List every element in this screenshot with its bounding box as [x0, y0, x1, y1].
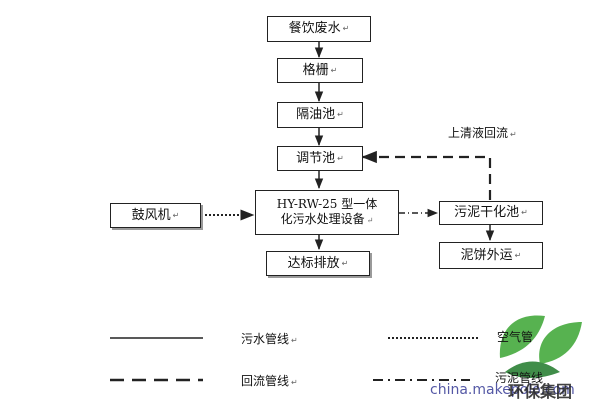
return-mark: ↵	[330, 65, 338, 75]
node-oil-tank-label: 隔油池	[296, 107, 336, 122]
node-wastewater: 餐饮废水↵	[267, 16, 371, 42]
node-blower: 鼓风机↵	[110, 203, 201, 228]
node-cake-transport: 泥饼外运↵	[439, 242, 543, 269]
return-mark: ↵	[366, 216, 374, 225]
watermark-url: china.makepolo.com	[430, 382, 575, 398]
node-integrated-unit: HY-RW-25 型一体 化污水处理设备↵	[255, 190, 399, 235]
supernatant-return-text: 上清液回流	[448, 126, 509, 140]
return-mark: ↵	[510, 130, 517, 139]
node-equalization: 调节池↵	[277, 146, 363, 171]
node-integrated-line1: HY-RW-25 型一体	[276, 197, 378, 211]
return-mark: ↵	[521, 208, 528, 217]
node-sludge-drying: 污泥干化池↵	[439, 201, 543, 225]
label-supernatant-return: 上清液回流↵	[448, 124, 517, 141]
legend-label-sewage: 污水管线↵	[241, 330, 298, 347]
legend-return-text: 回流管线	[241, 374, 290, 388]
watermark-group-text: 环保集团	[508, 382, 573, 400]
return-mark: ↵	[337, 110, 344, 119]
legend-sewage-text: 污水管线	[241, 332, 290, 346]
legend-label-sludge: 污泥管线	[495, 369, 543, 386]
logo-leaf-icon	[499, 315, 582, 378]
node-discharge: 达标排放↵	[266, 251, 370, 276]
return-mark: ↵	[337, 153, 344, 163]
return-mark: ↵	[342, 24, 350, 33]
legend-sludge-text: 污泥管线	[495, 371, 544, 385]
node-cake-transport-label: 泥饼外运	[460, 247, 513, 263]
watermark-url-text: china.makepolo.com	[430, 382, 575, 398]
node-screen: 格栅↵	[277, 58, 363, 83]
node-oil-tank: 隔油池↵	[277, 102, 363, 128]
return-mark: ↵	[514, 250, 522, 260]
node-screen-label: 格栅	[302, 62, 329, 78]
node-equalization-label: 调节池	[296, 150, 336, 166]
return-mark: ↵	[291, 378, 298, 387]
return-mark: ↵	[172, 210, 180, 220]
legend-air-text: 空气管	[497, 330, 534, 344]
watermark-group: 环保集团	[508, 378, 572, 400]
legend-label-return: 回流管线↵	[241, 372, 298, 389]
node-blower-label: 鼓风机	[131, 207, 171, 223]
legend-label-air: 空气管	[497, 328, 533, 345]
node-discharge-label: 达标排放	[287, 255, 340, 271]
return-mark: ↵	[341, 258, 349, 268]
return-mark: ↵	[291, 336, 298, 345]
node-integrated-line2: 化污水处理设备	[280, 212, 365, 226]
node-wastewater-label: 餐饮废水	[288, 21, 341, 36]
node-sludge-drying-label: 污泥干化池	[454, 205, 520, 220]
